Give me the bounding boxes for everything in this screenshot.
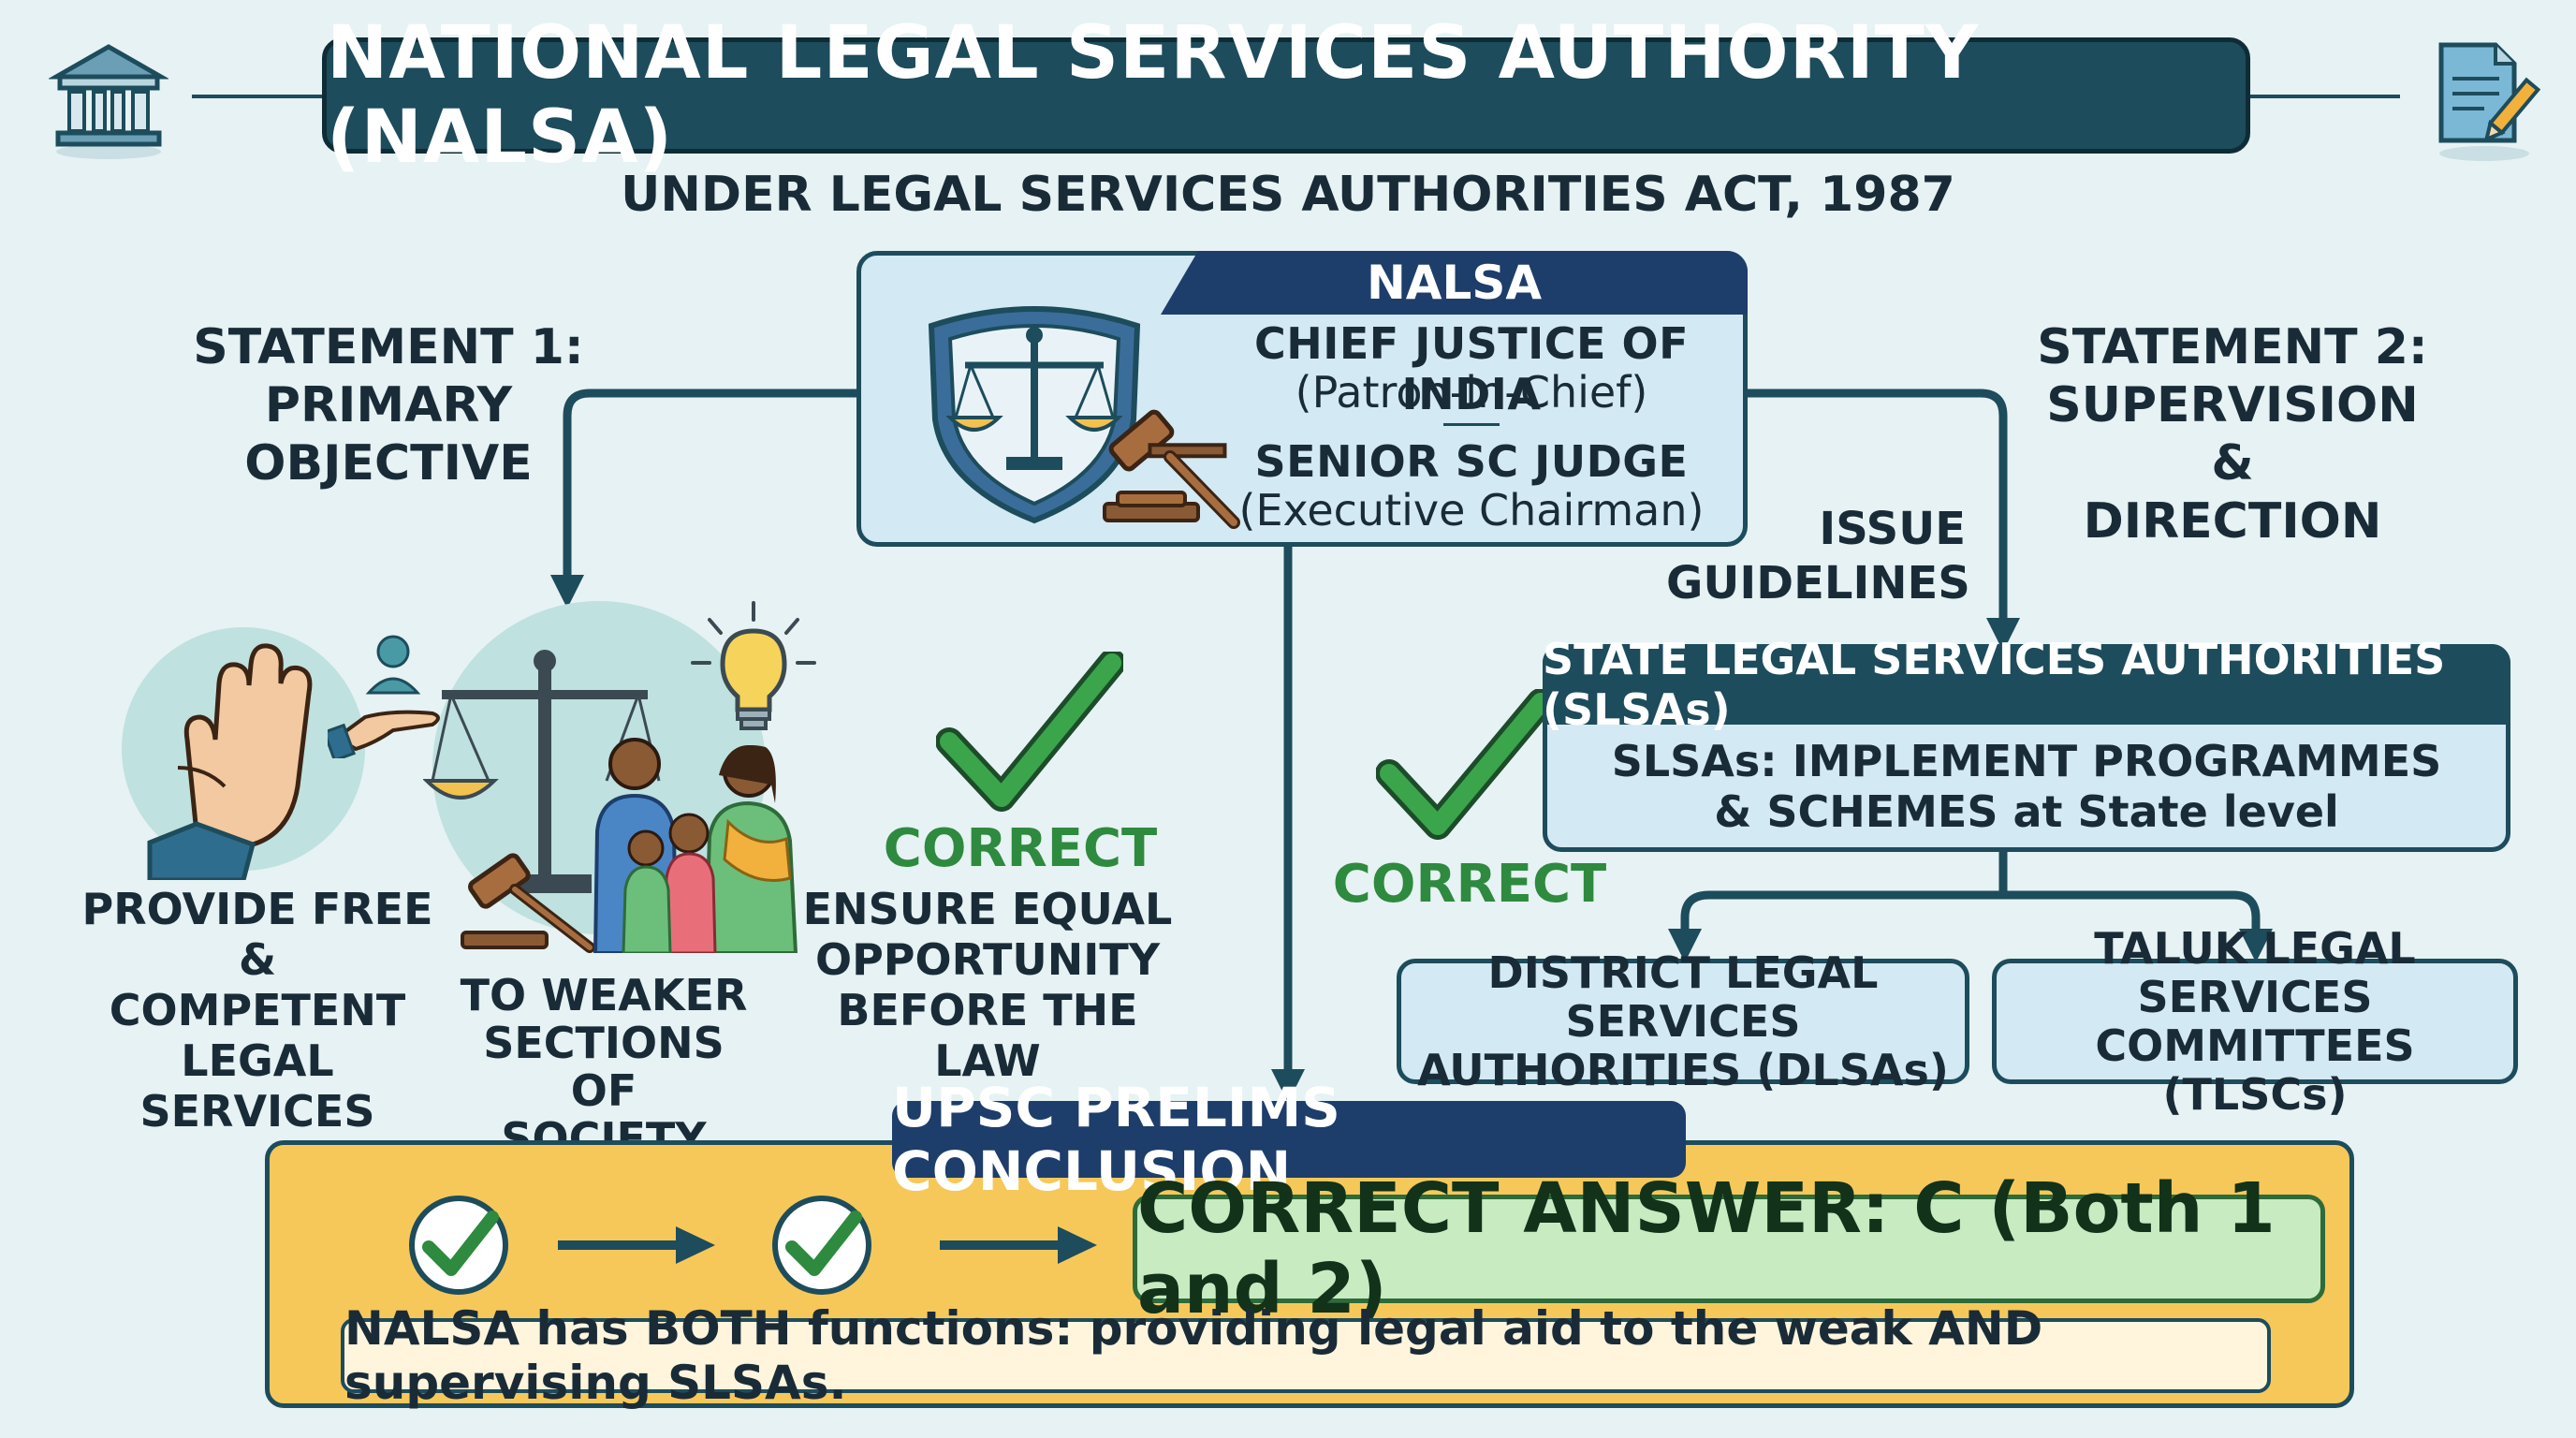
- slsa-line2: & SCHEMES at State level: [1714, 786, 2339, 837]
- conclusion-check-icon-2: [772, 1196, 871, 1295]
- arrow-to-objective: [550, 389, 856, 609]
- conclusion-check-icon-1: [409, 1196, 508, 1295]
- nalsa-chair-role: (Executive Chairman): [1238, 485, 1705, 536]
- slsa-header: STATE LEGAL SERVICES AUTHORITIES (SLSAs): [1543, 634, 2510, 735]
- page-title: NATIONAL LEGAL SERVICES AUTHORITY (NALSA…: [322, 11, 2250, 180]
- gavel-small-icon: [461, 853, 595, 953]
- nalsa-patron: CHIEF JUSTICE OF INDIA: [1253, 318, 1690, 419]
- arrow-to-slsa: [1748, 389, 2020, 652]
- statement2-label: STATEMENT 2: SUPERVISION & DIRECTION: [2022, 318, 2443, 550]
- statement2-line3: DIRECTION: [2083, 493, 2382, 550]
- equal-line1: ENSURE EQUAL: [802, 884, 1173, 934]
- gavel-icon: [1103, 409, 1240, 529]
- issue-guidelines-label: ISSUE GUIDELINES: [1666, 502, 1970, 610]
- nalsa-patron-role: (Patron-in-Chief): [1295, 367, 1648, 418]
- conclusion-note: NALSA has BOTH functions: providing lega…: [341, 1301, 2271, 1410]
- provide-line1: PROVIDE FREE &: [81, 884, 433, 985]
- provide-line3: LEGAL SERVICES: [139, 1035, 375, 1137]
- weaker-line2: SECTIONS OF: [483, 1018, 724, 1116]
- arrow-right-icon-1: [558, 1226, 715, 1264]
- weaker-label: TO WEAKER SECTIONS OF SOCIETY: [459, 972, 749, 1163]
- equal-label: ENSURE EQUAL OPPORTUNITY BEFORE THE LAW: [796, 884, 1179, 1086]
- statement2-line1: STATEMENT 2:: [2037, 319, 2428, 375]
- page-subtitle: UNDER LEGAL SERVICES AUTHORITIES ACT, 19…: [621, 167, 1955, 223]
- arrow-right-icon-2: [940, 1226, 1097, 1264]
- raised-hand-icon: [147, 643, 313, 880]
- conclusion-title: UPSC PRELIMS CONCLUSION: [892, 1076, 1686, 1203]
- dlsa-line2: AUTHORITIES (DLSAs): [1417, 1045, 1949, 1095]
- nalsa-header: NALSA: [1161, 251, 1748, 315]
- arrow-to-tlsc: [2003, 890, 2273, 962]
- arrow-to-dlsa: [1668, 852, 2008, 962]
- provide-label: PROVIDE FREE & COMPETENT LEGAL SERVICES: [75, 884, 440, 1137]
- tlsc-box: TALUK LEGAL SERVICES COMMITTEES (TLSCs): [1992, 924, 2518, 1119]
- checkmark-icon-statement1: [936, 652, 1123, 812]
- dlsa-box: DISTRICT LEGAL SERVICES AUTHORITIES (DLS…: [1397, 948, 1969, 1094]
- statement2-line2: SUPERVISION &: [2046, 377, 2419, 492]
- lightbulb-icon: [691, 601, 816, 730]
- title-rule-left: [192, 95, 323, 98]
- statement1-line3: OBJECTIVE: [244, 435, 533, 492]
- giving-hand-icon: [328, 635, 440, 758]
- statement1-label: STATEMENT 1: PRIMARY OBJECTIVE: [187, 318, 590, 492]
- issue-guidelines-line2: GUIDELINES: [1666, 557, 1970, 609]
- statement1-line1: STATEMENT 1:: [193, 319, 584, 375]
- document-pen-icon: [2438, 42, 2540, 161]
- equal-line3: BEFORE THE LAW: [837, 985, 1138, 1086]
- statement1-line2: PRIMARY: [264, 377, 513, 433]
- slsa-line1: SLSAs: IMPLEMENT PROGRAMMES: [1611, 736, 2442, 786]
- title-rule-right: [2250, 95, 2400, 98]
- tlsc-line1: TALUK LEGAL SERVICES: [2094, 923, 2416, 1022]
- nalsa-chair: SENIOR SC JUDGE: [1254, 436, 1689, 487]
- checkmark-icon-statement2: [1376, 689, 1554, 840]
- equal-line2: OPPORTUNITY: [814, 934, 1161, 985]
- dlsa-line1: DISTRICT LEGAL SERVICES: [1487, 947, 1879, 1047]
- provide-line2: COMPETENT: [109, 985, 406, 1035]
- tlsc-line2: COMMITTEES (TLSCs): [2095, 1020, 2415, 1120]
- issue-guidelines-line1: ISSUE: [1819, 503, 1966, 555]
- statement2-correct-label: CORRECT: [1332, 854, 1607, 915]
- family-icon: [593, 738, 798, 953]
- nalsa-divider: [1443, 423, 1500, 426]
- slsa-body: SLSAs: IMPLEMENT PROGRAMMES & SCHEMES at…: [1543, 736, 2510, 837]
- weaker-line1: TO WEAKER: [460, 970, 748, 1020]
- statement1-correct-label: CORRECT: [883, 818, 1158, 879]
- shield-scales-icon: [928, 306, 1141, 524]
- courthouse-icon: [49, 44, 168, 159]
- correct-answer-box: CORRECT ANSWER: C (Both 1 and 2): [1133, 1168, 2325, 1329]
